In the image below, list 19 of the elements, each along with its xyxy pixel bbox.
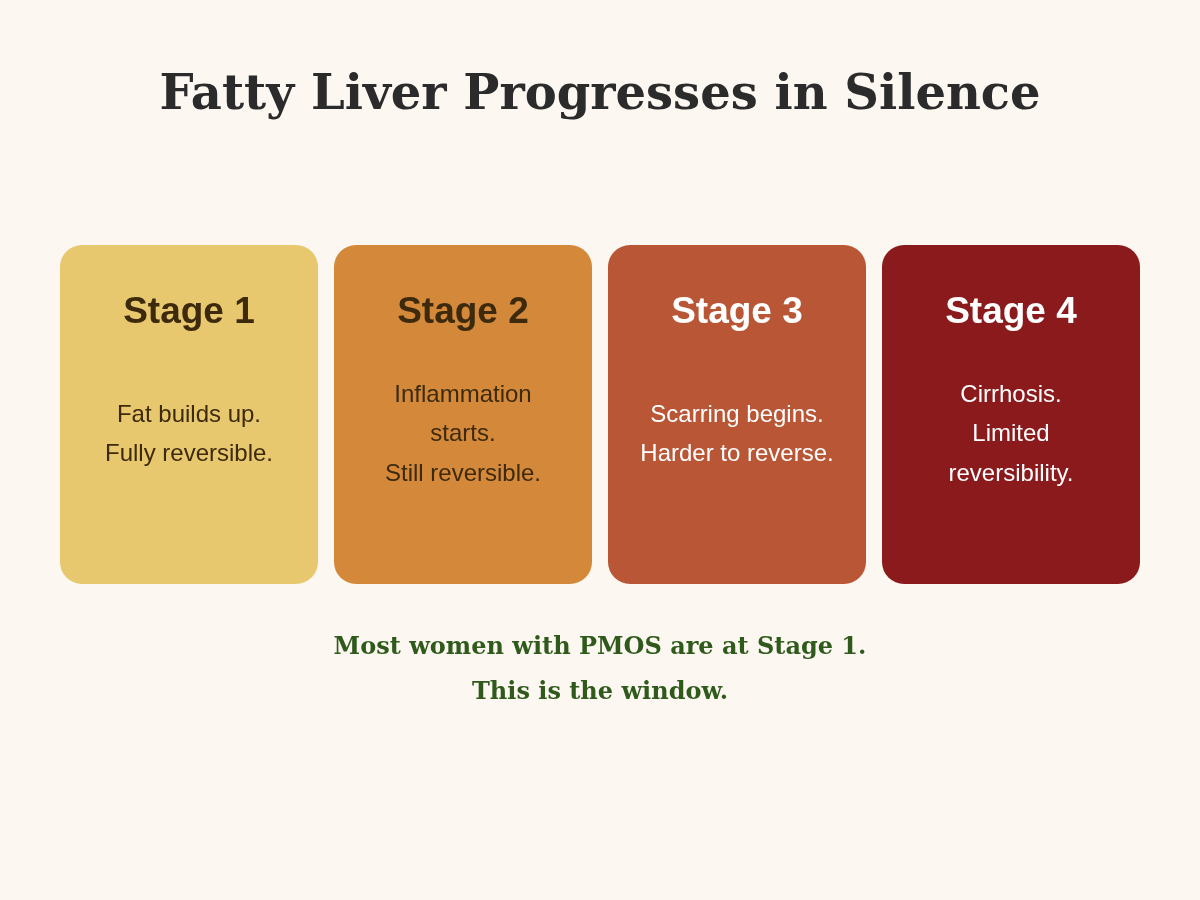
card-heading: Stage 2 xyxy=(397,289,529,333)
card-text: Limited reversibility. xyxy=(947,418,1075,488)
card-text: Harder to reverse. xyxy=(640,438,834,468)
card-text: Fully reversible. xyxy=(104,438,273,468)
title: Fatty Liver Progresses in Silence xyxy=(159,63,1041,122)
card-text: Scarring begins. xyxy=(650,398,824,429)
card-heading: Stage 1 xyxy=(123,289,255,333)
stage-card xyxy=(60,245,318,584)
card-heading: Stage 3 xyxy=(671,289,803,333)
card-text: Inflammation starts. xyxy=(393,378,533,449)
card-heading: Stage 4 xyxy=(945,289,1077,333)
card-text: Cirrhosis. xyxy=(960,378,1062,409)
note: This is the window. xyxy=(471,675,729,707)
card-text: Fat builds up. xyxy=(116,398,262,429)
stage-card xyxy=(882,245,1140,584)
stage-card xyxy=(334,245,592,584)
note: Most women with PMOS are at Stage 1. xyxy=(333,630,867,662)
stage-card xyxy=(608,245,866,584)
card-text: Still reversible. xyxy=(384,457,541,488)
